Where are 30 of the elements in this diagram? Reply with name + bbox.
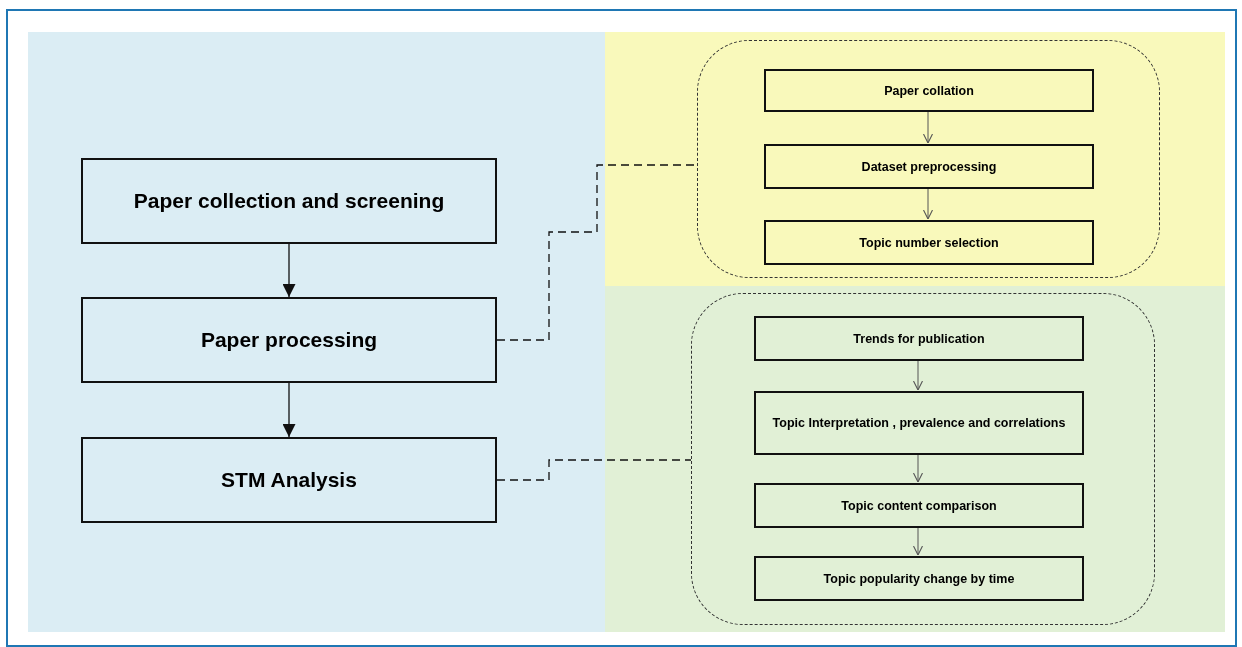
dashed-group-box bbox=[697, 40, 1160, 278]
process-box bbox=[764, 220, 1094, 265]
process-box bbox=[754, 556, 1084, 601]
dashed-connector bbox=[496, 459, 692, 481]
arrow bbox=[912, 453, 924, 483]
arrow bbox=[912, 526, 924, 556]
process-box bbox=[81, 297, 497, 383]
process-box bbox=[754, 483, 1084, 528]
box-label: Trends for publication bbox=[853, 331, 985, 346]
process-box bbox=[81, 158, 497, 244]
box-label: Topic number selection bbox=[859, 235, 999, 250]
dashed-group-box bbox=[691, 293, 1155, 625]
arrow bbox=[922, 110, 934, 144]
box-label: Topic content comparison bbox=[841, 498, 997, 513]
process-box bbox=[764, 69, 1094, 112]
arrow bbox=[922, 187, 934, 220]
box-label: Paper collection and screening bbox=[133, 189, 445, 213]
arrow bbox=[282, 382, 296, 438]
box-label: Topic popularity change by time bbox=[823, 571, 1015, 586]
process-box bbox=[754, 391, 1084, 455]
box-label: Paper collation bbox=[884, 83, 974, 98]
box-label: Paper processing bbox=[200, 328, 378, 352]
process-box bbox=[754, 316, 1084, 361]
box-label: Topic Interpretation , prevalence and correlations bbox=[772, 416, 1066, 430]
process-box bbox=[81, 437, 497, 523]
arrow bbox=[282, 243, 296, 298]
box-label: STM Analysis bbox=[221, 468, 357, 492]
process-box bbox=[764, 144, 1094, 189]
box-label: Dataset preprocessing bbox=[861, 159, 997, 174]
arrow bbox=[912, 359, 924, 391]
